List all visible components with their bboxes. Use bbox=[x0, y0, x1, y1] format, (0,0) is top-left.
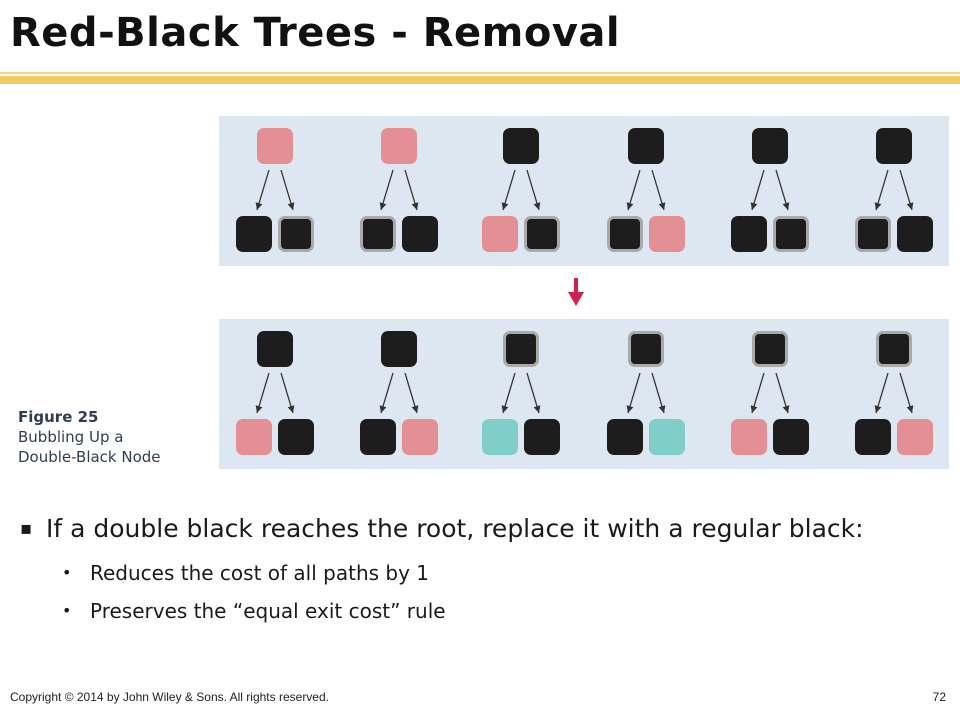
before-tree-3-right-node bbox=[524, 216, 560, 252]
after-tree-1-right-node bbox=[278, 419, 314, 455]
bullet-list: ▪ If a double black reaches the root, re… bbox=[18, 512, 938, 630]
dot-bullet-icon: • bbox=[62, 601, 72, 620]
tree-edge-arrowhead bbox=[411, 202, 419, 210]
sub-bullet-list: • Reduces the cost of all paths by 1 • P… bbox=[18, 554, 938, 630]
figure-panel-after bbox=[219, 319, 949, 469]
before-tree-3-left-node bbox=[482, 216, 518, 252]
figure-caption: Figure 25 Bubbling Up a Double-Black Nod… bbox=[18, 407, 208, 467]
after-tree-1-parent-node bbox=[257, 331, 293, 367]
before-tree-6-right-node bbox=[897, 216, 933, 252]
before-tree-1-left-node bbox=[236, 216, 272, 252]
before-tree-3-parent-node bbox=[503, 128, 539, 164]
tree-edge-arrowhead bbox=[906, 405, 914, 413]
tree-edge-arrowhead bbox=[658, 405, 666, 413]
sub-bullet-item: • Preserves the “equal exit cost” rule bbox=[18, 592, 938, 630]
after-tree-4-left-node bbox=[607, 419, 643, 455]
tree-edge-arrowhead bbox=[501, 202, 509, 210]
figure-label: Figure 25 bbox=[18, 408, 99, 426]
after-tree-5-parent-node bbox=[752, 331, 788, 367]
square-bullet-icon: ▪ bbox=[20, 518, 33, 539]
tree-edge-arrowhead bbox=[287, 405, 295, 413]
after-tree-3-right-node bbox=[524, 419, 560, 455]
after-tree-2-right-node bbox=[402, 419, 438, 455]
after-tree-5-left-node bbox=[731, 419, 767, 455]
before-tree-5-right-node bbox=[773, 216, 809, 252]
edges-after bbox=[255, 372, 914, 414]
before-tree-2-left-node bbox=[360, 216, 396, 252]
after-tree-5-right-node bbox=[773, 419, 809, 455]
tree-edge-arrowhead bbox=[874, 405, 882, 413]
tree-edge-arrowhead bbox=[626, 202, 634, 210]
tree-edge-arrowhead bbox=[626, 405, 634, 413]
before-tree-5-left-node bbox=[731, 216, 767, 252]
before-tree-6-parent-node bbox=[876, 128, 912, 164]
slide-title: Red-Black Trees - Removal bbox=[10, 10, 621, 56]
after-tree-6-left-node bbox=[855, 419, 891, 455]
tree-edge-arrowhead bbox=[750, 202, 758, 210]
sub-bullet-item: • Reduces the cost of all paths by 1 bbox=[18, 554, 938, 592]
after-tree-1-left-node bbox=[236, 419, 272, 455]
figure-caption-line1: Bubbling Up a bbox=[18, 428, 124, 446]
tree-edge-arrowhead bbox=[411, 405, 419, 413]
tree-edge-arrowhead bbox=[782, 202, 790, 210]
after-tree-3-parent-node bbox=[503, 331, 539, 367]
tree-edge-arrowhead bbox=[533, 202, 541, 210]
page-number: 72 bbox=[932, 690, 946, 704]
tree-edge-arrowhead bbox=[287, 202, 295, 210]
tree-edge-arrowhead bbox=[658, 202, 666, 210]
before-tree-2-right-node bbox=[402, 216, 438, 252]
bullet-main-text: If a double black reaches the root, repl… bbox=[46, 514, 864, 543]
title-underline bbox=[0, 76, 960, 84]
tree-edge-arrowhead bbox=[782, 405, 790, 413]
tree-edge-arrowhead bbox=[379, 202, 387, 210]
footer-copyright: Copyright © 2014 by John Wiley & Sons. A… bbox=[10, 690, 329, 704]
after-tree-2-left-node bbox=[360, 419, 396, 455]
dot-bullet-icon: • bbox=[62, 563, 72, 582]
sub-bullet-text: Preserves the “equal exit cost” rule bbox=[90, 599, 446, 623]
before-tree-2-parent-node bbox=[381, 128, 417, 164]
before-tree-1-right-node bbox=[278, 216, 314, 252]
after-tree-6-parent-node bbox=[876, 331, 912, 367]
before-tree-5-parent-node bbox=[752, 128, 788, 164]
tree-edge-arrowhead bbox=[533, 405, 541, 413]
after-tree-4-parent-node bbox=[628, 331, 664, 367]
tree-edge-arrowhead bbox=[255, 405, 263, 413]
title-underline-light bbox=[0, 72, 960, 74]
before-tree-4-right-node bbox=[649, 216, 685, 252]
bullet-item-main: ▪ If a double black reaches the root, re… bbox=[18, 512, 938, 546]
down-arrow-icon bbox=[568, 278, 584, 306]
tree-edge-arrowhead bbox=[874, 202, 882, 210]
before-tree-6-left-node bbox=[855, 216, 891, 252]
after-tree-6-right-node bbox=[897, 419, 933, 455]
after-tree-4-right-node bbox=[649, 419, 685, 455]
after-tree-2-parent-node bbox=[381, 331, 417, 367]
edges-before bbox=[255, 169, 914, 211]
sub-bullet-text: Reduces the cost of all paths by 1 bbox=[90, 561, 430, 585]
before-tree-4-left-node bbox=[607, 216, 643, 252]
figure-caption-line2: Double-Black Node bbox=[18, 448, 161, 466]
tree-edge-arrowhead bbox=[379, 405, 387, 413]
before-tree-4-parent-node bbox=[628, 128, 664, 164]
tree-edge-arrowhead bbox=[501, 405, 509, 413]
tree-edge-arrowhead bbox=[906, 202, 914, 210]
figure-panel-before bbox=[219, 116, 949, 266]
after-tree-3-left-node bbox=[482, 419, 518, 455]
tree-edge-arrowhead bbox=[750, 405, 758, 413]
before-tree-1-parent-node bbox=[257, 128, 293, 164]
tree-edge-arrowhead bbox=[255, 202, 263, 210]
